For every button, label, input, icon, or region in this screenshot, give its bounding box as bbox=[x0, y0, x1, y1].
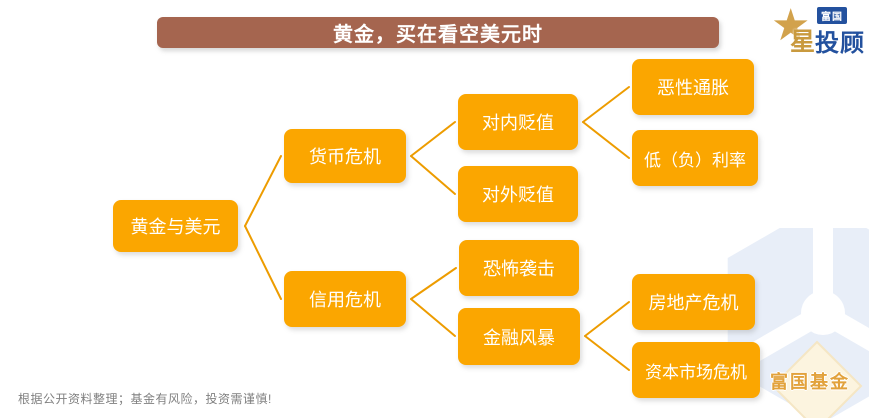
node-external-devaluation: 对外贬值 bbox=[458, 166, 578, 222]
brand-badge: 富国 bbox=[817, 7, 847, 24]
page-title-text: 黄金，买在看空美元时 bbox=[333, 24, 543, 46]
page-title: 黄金，买在看空美元时 bbox=[157, 17, 719, 48]
fund-watermark-text: 富国基金 bbox=[770, 372, 850, 392]
node-label: 恶性通胀 bbox=[657, 78, 729, 98]
node-internal-devaluation: 对内贬值 bbox=[458, 94, 578, 150]
star-icon: ★ bbox=[771, 1, 811, 50]
brand-star-character: 星 bbox=[790, 28, 816, 56]
node-label: 恐怖袭击 bbox=[483, 259, 555, 279]
node-low-negative-rates: 低（负）利率 bbox=[632, 130, 758, 186]
node-label: 低（负）利率 bbox=[644, 150, 746, 170]
node-label: 黄金与美元 bbox=[130, 217, 221, 237]
node-financial-storm: 金融风暴 bbox=[458, 308, 580, 365]
node-hyperinflation: 恶性通胀 bbox=[632, 59, 754, 115]
node-gold-and-dollar: 黄金与美元 bbox=[113, 200, 238, 252]
node-label: 房地产危机 bbox=[648, 293, 739, 313]
node-capital-market-crisis: 资本市场危机 bbox=[632, 342, 760, 398]
brand-name: 投顾 bbox=[815, 30, 865, 57]
disclaimer-text: 根据公开资料整理；基金有风险，投资需谨慎! bbox=[18, 392, 272, 406]
node-terror-attacks: 恐怖袭击 bbox=[459, 240, 579, 296]
node-credit-crisis: 信用危机 bbox=[284, 271, 406, 327]
node-label: 对内贬值 bbox=[482, 113, 554, 133]
node-real-estate-crisis: 房地产危机 bbox=[632, 274, 755, 330]
node-label: 金融风暴 bbox=[483, 327, 555, 348]
node-currency-crisis: 货币危机 bbox=[284, 129, 406, 183]
node-label: 对外贬值 bbox=[482, 185, 554, 205]
node-label: 资本市场危机 bbox=[645, 362, 747, 382]
node-label: 信用危机 bbox=[309, 290, 381, 310]
node-label: 货币危机 bbox=[309, 147, 381, 167]
brand-logo: ★ 星 富国 投顾 bbox=[771, 2, 867, 58]
